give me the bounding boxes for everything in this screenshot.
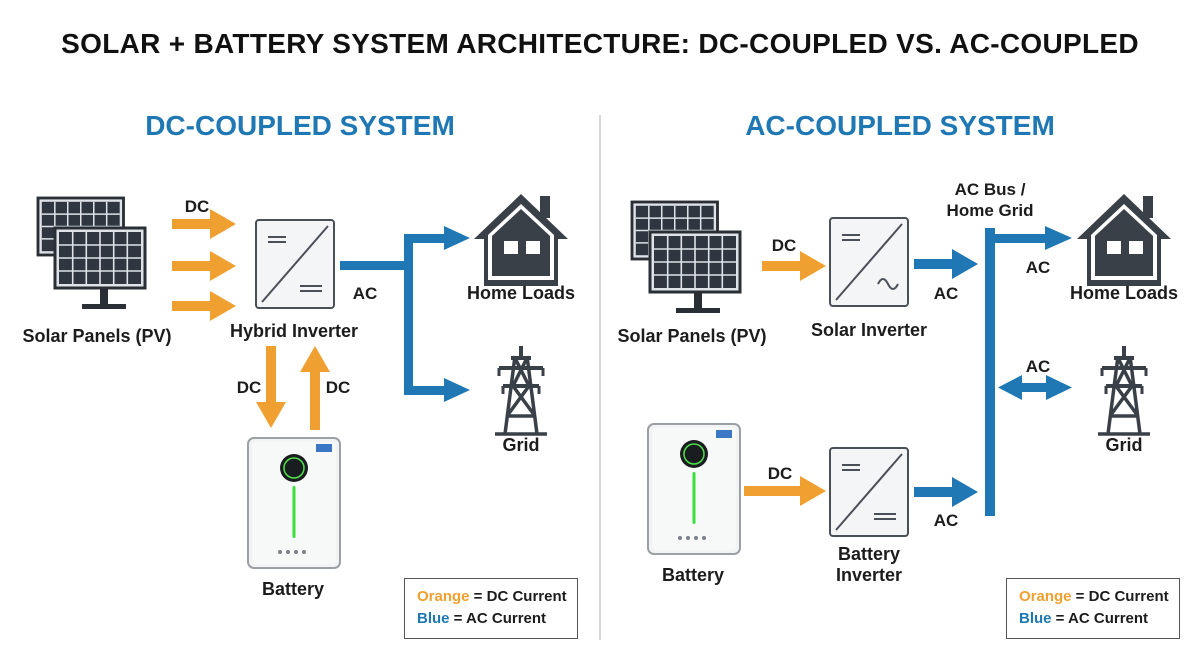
dc-pv-arrow-2 bbox=[172, 251, 236, 281]
dc-grid-label: Grid bbox=[502, 435, 540, 455]
dc-battery-arrows bbox=[256, 346, 330, 430]
dc-battery-icon bbox=[247, 437, 341, 569]
dc-up-flow-label: DC bbox=[325, 378, 351, 397]
legend-blue-key: Blue bbox=[1019, 610, 1052, 627]
legend-orange-key: Orange bbox=[417, 588, 470, 605]
hybrid-inverter-label: Hybrid Inverter bbox=[229, 321, 359, 341]
dc-down-flow-label: DC bbox=[236, 378, 262, 397]
ac-batt-ac-flow-label: AC bbox=[933, 511, 959, 530]
ac-home-label: Home Loads bbox=[1069, 283, 1179, 303]
page-title: SOLAR + BATTERY SYSTEM ARCHITECTURE: DC-… bbox=[61, 28, 1139, 59]
dc-home-label: Home Loads bbox=[466, 283, 576, 303]
dc-pv-flow-label: DC bbox=[184, 197, 210, 216]
ac-batt-dc-arrow bbox=[744, 476, 826, 506]
ac-bus-label-line1: AC Bus / bbox=[954, 180, 1026, 199]
ac-section-title: AC-COUPLED SYSTEM bbox=[745, 110, 1055, 141]
ac-battery-label: Battery bbox=[661, 565, 725, 585]
dc-ac-arrow-grid-head bbox=[444, 378, 470, 402]
dc-solar-panels-icon bbox=[36, 196, 147, 309]
hybrid-inverter-icon bbox=[255, 219, 335, 309]
dc-solar-label: Solar Panels (PV) bbox=[22, 326, 172, 346]
legend-orange-desc: = DC Current bbox=[1071, 588, 1169, 605]
dc-ac-output-arrows bbox=[340, 226, 470, 402]
legend-blue-desc: = AC Current bbox=[449, 610, 547, 627]
ac-grid-label: Grid bbox=[1105, 435, 1143, 455]
ac-solar-label: Solar Panels (PV) bbox=[617, 326, 767, 346]
ac-bus-home-arrow bbox=[995, 226, 1072, 250]
battery-inverter-label-line1: Battery bbox=[837, 544, 901, 564]
dc-battery-label: Battery bbox=[261, 579, 325, 599]
legend-blue-desc: = AC Current bbox=[1051, 610, 1149, 627]
dc-arrow-up bbox=[300, 346, 330, 430]
ac-solar-flow-label: AC bbox=[933, 284, 959, 303]
ac-grid-tower-icon bbox=[1096, 344, 1152, 436]
solar-inverter-label: Solar Inverter bbox=[810, 320, 928, 340]
legend-orange-key: Orange bbox=[1019, 588, 1072, 605]
ac-bus-label-line2: Home Grid bbox=[946, 201, 1034, 220]
ac-solar-ac-arrow bbox=[914, 249, 978, 279]
ac-battery-icon bbox=[647, 423, 741, 555]
dc-section-title: DC-COUPLED SYSTEM bbox=[145, 110, 455, 141]
legend-orange-desc: = DC Current bbox=[469, 588, 567, 605]
ac-grid-flow-label: AC bbox=[1025, 357, 1051, 376]
dc-home-icon bbox=[474, 194, 568, 286]
ac-home-icon bbox=[1077, 194, 1171, 286]
ac-pv-flow-label: DC bbox=[771, 236, 797, 255]
dc-pv-arrows bbox=[172, 209, 236, 321]
battery-inverter-icon bbox=[829, 447, 909, 537]
ac-legend: Orange = DC Current Blue = AC Current bbox=[1006, 578, 1180, 639]
ac-batt-ac-arrow bbox=[914, 477, 978, 507]
dc-pv-arrow-1 bbox=[172, 209, 236, 239]
legend-blue-key: Blue bbox=[417, 610, 450, 627]
ac-pv-dc-arrow bbox=[762, 251, 826, 281]
ac-bus-grid-bidir-arrow bbox=[998, 375, 1072, 400]
battery-inverter-label-line2: Inverter bbox=[835, 565, 903, 585]
solar-inverter-icon bbox=[829, 217, 909, 307]
ac-batt-dc-flow-label: DC bbox=[767, 464, 793, 483]
ac-solar-panels-icon bbox=[630, 200, 742, 313]
dc-pv-arrow-3 bbox=[172, 291, 236, 321]
dc-legend: Orange = DC Current Blue = AC Current bbox=[404, 578, 578, 639]
dc-grid-tower-icon bbox=[493, 344, 549, 436]
dc-ac-arrow-home-head bbox=[444, 226, 470, 250]
ac-bus-bar bbox=[985, 228, 995, 516]
dc-arrow-down bbox=[256, 346, 286, 428]
ac-home-flow-label: AC bbox=[1025, 258, 1051, 277]
dc-ac-flow-label: AC bbox=[352, 284, 378, 303]
